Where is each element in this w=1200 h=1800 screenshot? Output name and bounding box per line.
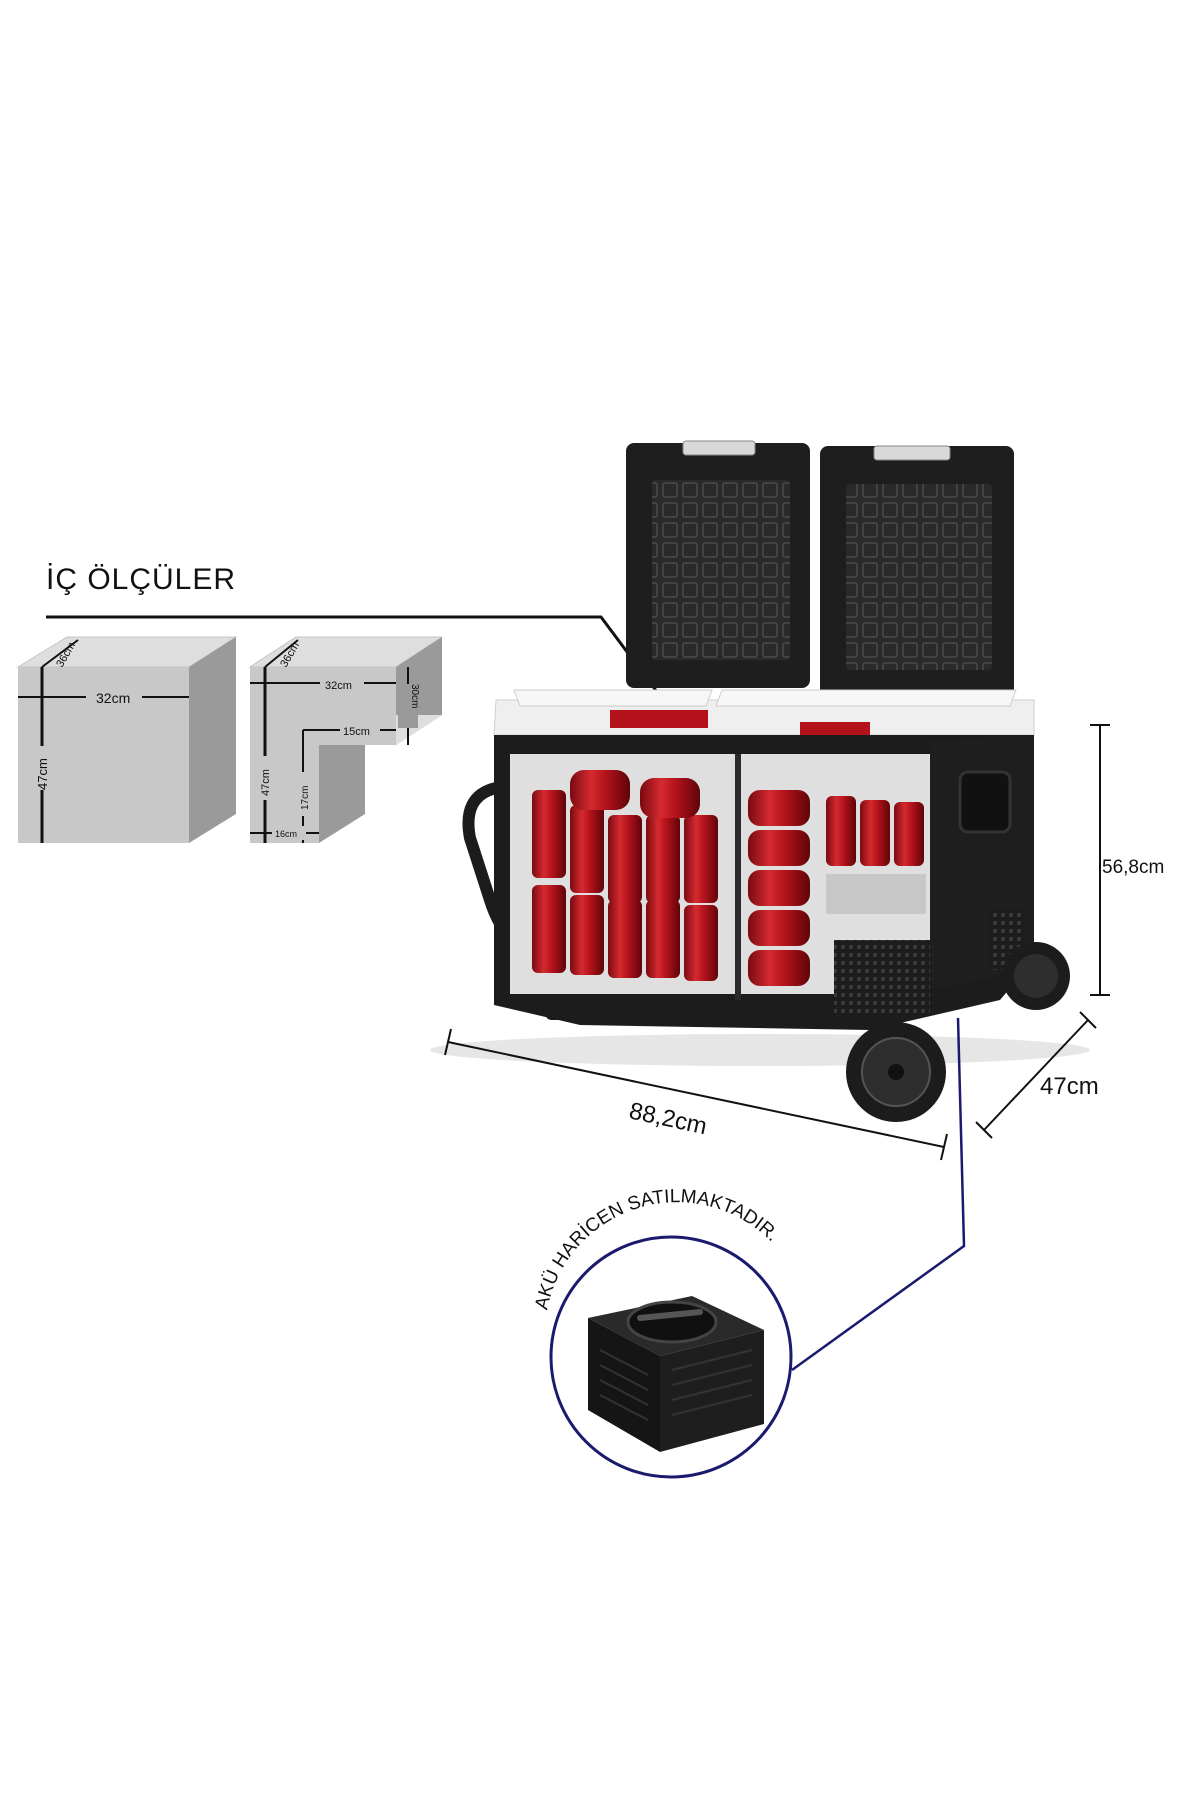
height-dimension bbox=[1090, 724, 1110, 996]
page-title: İÇ ÖLÇÜLER bbox=[46, 563, 236, 596]
right-box-step-width-label: 15cm bbox=[343, 726, 370, 738]
battery-illustration bbox=[588, 1296, 764, 1452]
right-box-diagram bbox=[248, 636, 444, 843]
product-depth-label: 47cm bbox=[1040, 1073, 1099, 1100]
left-box-height-label: 47cm bbox=[35, 758, 50, 790]
product-width-label: 88,2cm bbox=[627, 1097, 710, 1140]
rear-wheel bbox=[1002, 942, 1070, 1010]
right-box-bottom-width-label: 16cm bbox=[275, 829, 297, 839]
product-height-label: 56,8cm bbox=[1102, 857, 1164, 878]
depth-dimension bbox=[975, 1011, 1097, 1139]
right-box-upper-height-label: 30cm bbox=[409, 684, 420, 708]
cans-left-compartment bbox=[532, 770, 718, 981]
cooler-illustration bbox=[430, 440, 1090, 1122]
front-wheel bbox=[846, 1022, 946, 1122]
battery-callout: AKÜ HARİCEN SATILMAKTADIR. bbox=[531, 1017, 966, 1479]
width-dimension bbox=[444, 1028, 948, 1161]
left-box-diagram bbox=[16, 636, 238, 843]
right-box-width-label: 32cm bbox=[325, 680, 352, 692]
cans-right-compartment bbox=[748, 790, 926, 986]
left-box-width-label: 32cm bbox=[96, 690, 130, 706]
left-lid bbox=[626, 440, 810, 688]
right-box-lower-height-label: 17cm bbox=[300, 786, 311, 810]
right-lid bbox=[820, 445, 1014, 700]
right-box-height-label: 47cm bbox=[260, 769, 272, 796]
